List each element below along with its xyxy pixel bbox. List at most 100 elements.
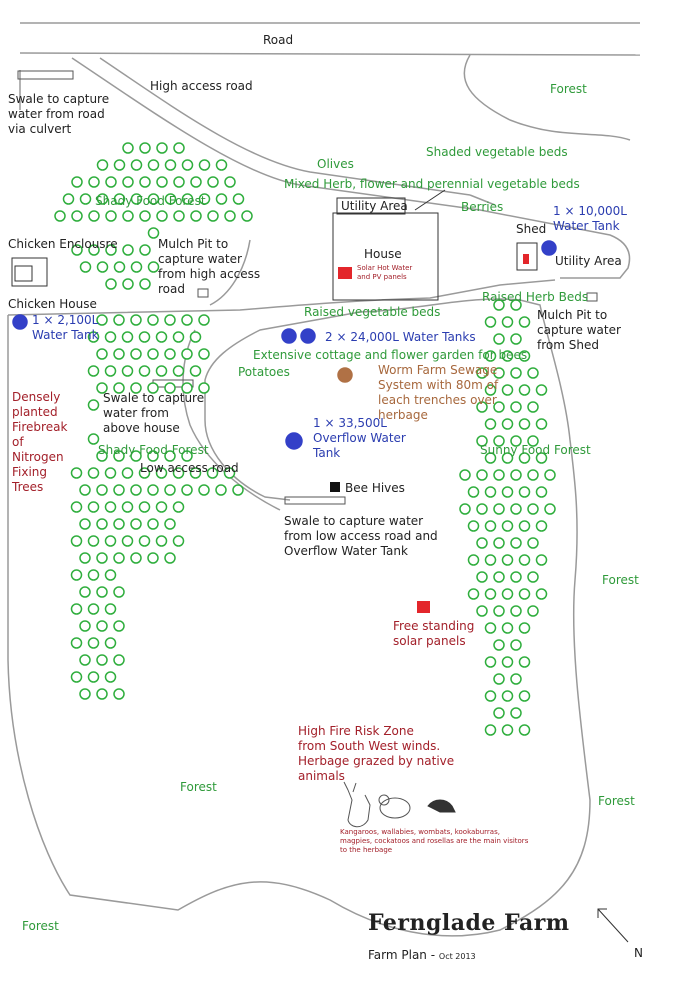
- tree-icon: [527, 401, 539, 413]
- tree-icon: [484, 316, 497, 328]
- tree-icon: [87, 569, 100, 581]
- tree-icon: [156, 176, 168, 188]
- tree-icon: [476, 469, 488, 481]
- house-label: House: [364, 247, 402, 261]
- worm-farm-label: Worm Farm Sewage System with 80m of leac…: [378, 363, 499, 422]
- tree-icon: [518, 384, 531, 396]
- tree-icon: [113, 348, 125, 360]
- tree-icon: [535, 588, 548, 600]
- tree-icon: [87, 433, 100, 445]
- tree-icon: [493, 367, 505, 379]
- tree-icon: [535, 384, 548, 396]
- tree-icon: [104, 331, 117, 343]
- tree-icon: [484, 588, 497, 600]
- property-boundary: [7, 298, 591, 937]
- tree-icon: [147, 314, 159, 326]
- tree-icon: [493, 333, 505, 345]
- mulch-pit-shed-label: Mulch Pit to capture water from Shed: [537, 308, 621, 352]
- tree-icon: [113, 193, 126, 205]
- tree-icon: [501, 452, 514, 464]
- tree-icon: [121, 467, 134, 479]
- tree-icon: [113, 518, 125, 530]
- tree-icon: [139, 176, 151, 188]
- tree-icon: [535, 486, 548, 498]
- low-access-road-label: Low access road: [140, 461, 239, 475]
- sunny-forest-label: Sunny Food Forest: [480, 443, 591, 457]
- tree-icon: [130, 518, 142, 530]
- tree-icon: [104, 569, 117, 581]
- tree-icon: [113, 688, 125, 700]
- shed-driveway-outer: [479, 209, 631, 279]
- tree-icon: [156, 142, 168, 154]
- tree-icon: [484, 486, 497, 498]
- tree-icon: [476, 367, 488, 379]
- tree-icon: [172, 535, 185, 547]
- tree-icon: [501, 656, 514, 668]
- tree-icon: [215, 193, 228, 205]
- tree-icon: [70, 535, 83, 547]
- tree-icon: [510, 333, 522, 345]
- animals-note-label: Kangaroos, wallabies, wombats, kookaburr…: [340, 828, 529, 854]
- chicken-enclosure-label: Chicken Enclousre: [8, 237, 118, 251]
- water-tank-2100-icon: [12, 314, 28, 330]
- forest-top-right-label: Forest: [550, 82, 587, 96]
- tank-10000-label: 1 × 10,000L Water Tank: [553, 204, 627, 233]
- tree-icon: [241, 210, 253, 222]
- fire-risk-label: High Fire Risk Zone from South West wind…: [298, 724, 455, 783]
- tree-icon: [87, 603, 100, 615]
- tree-icon: [70, 569, 83, 581]
- tree-icon: [113, 261, 126, 273]
- tree-icon: [164, 382, 176, 394]
- tree-icon: [544, 503, 556, 515]
- tree-icon: [130, 193, 143, 205]
- tree-icon: [138, 331, 151, 343]
- tree-icon: [96, 348, 108, 360]
- tree-icon: [190, 176, 202, 188]
- tree-icon: [130, 159, 143, 171]
- water-tank-10000-icon: [541, 240, 557, 256]
- tree-icon: [130, 314, 142, 326]
- tree-icon: [518, 588, 531, 600]
- tree-icon: [138, 467, 151, 479]
- tree-icon: [70, 467, 83, 479]
- tree-icon: [476, 435, 488, 447]
- solar-hot-water-icon: [338, 267, 352, 279]
- tree-icon: [518, 418, 531, 430]
- tree-icon: [493, 299, 505, 311]
- tree-icon: [96, 159, 109, 171]
- water-tank-24000-a-icon: [281, 328, 297, 344]
- chicken-house-label: Chicken House: [8, 297, 97, 311]
- tree-icon: [105, 278, 117, 290]
- tree-icon: [190, 210, 202, 222]
- north-label: N: [634, 946, 643, 960]
- tree-icon: [535, 554, 548, 566]
- tree-icon: [198, 484, 210, 496]
- tree-icon: [484, 622, 497, 634]
- tree-icon: [493, 605, 505, 617]
- tree-icon: [155, 535, 168, 547]
- tree-icon: [147, 518, 159, 530]
- tank-33500-label: 1 × 33,500L Overflow Water Tank: [313, 416, 406, 460]
- tree-icon: [527, 435, 539, 447]
- utility-area-shed-label: Utility Area: [555, 254, 622, 268]
- tree-icon: [527, 537, 539, 549]
- tree-icon: [501, 384, 514, 396]
- tree-icon: [198, 348, 210, 360]
- tree-icon: [510, 571, 522, 583]
- tree-icon: [484, 452, 497, 464]
- potatoes-label: Potatoes: [238, 365, 290, 379]
- tree-icon: [198, 159, 211, 171]
- tree-icon: [501, 622, 514, 634]
- magpie-icon: [427, 799, 456, 813]
- tree-icon: [79, 518, 91, 530]
- tree-icon: [88, 244, 100, 256]
- tree-icon: [130, 484, 142, 496]
- tree-icon: [147, 193, 160, 205]
- tree-icon: [130, 261, 143, 273]
- tree-icon: [147, 159, 160, 171]
- tree-icon: [147, 382, 159, 394]
- low-access-road-edge-b: [182, 329, 281, 511]
- north-arrow-line: [597, 908, 629, 943]
- tree-icon: [493, 503, 505, 515]
